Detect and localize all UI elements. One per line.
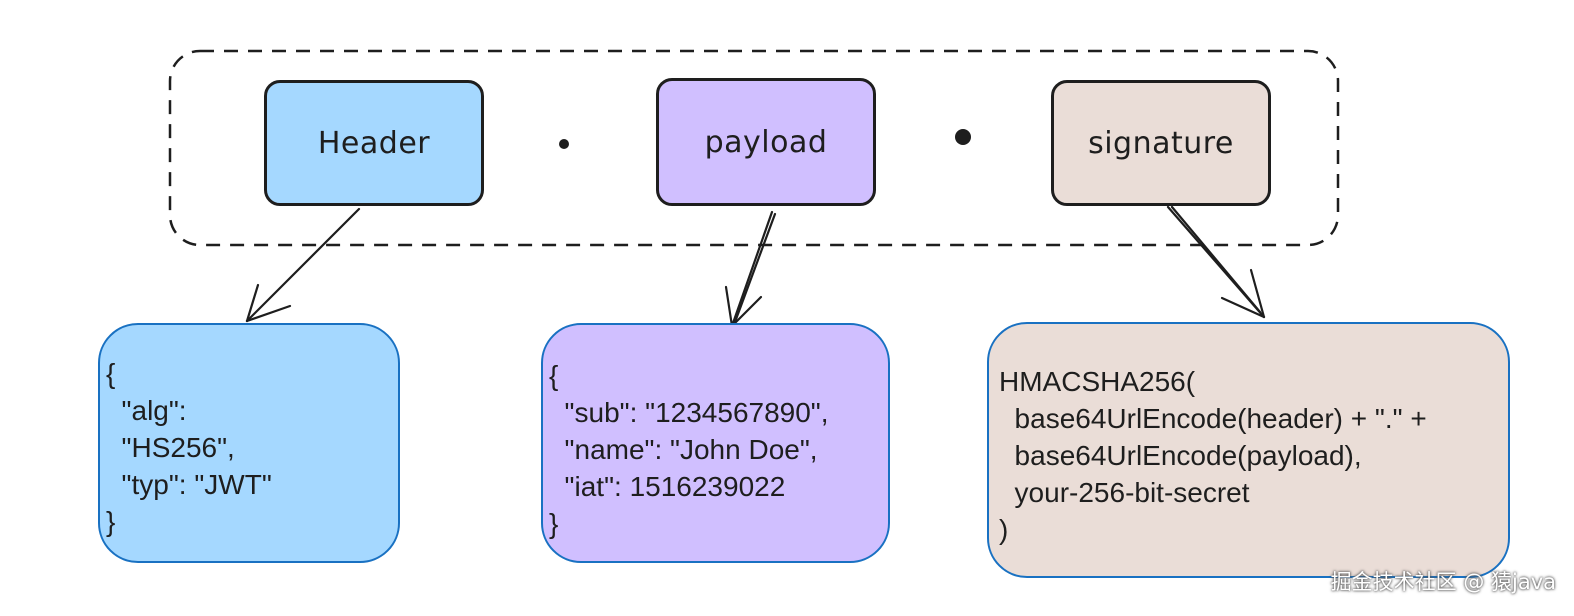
signature-formula-box: HMACSHA256( base64UrlEncode(header) + ".… <box>987 322 1510 578</box>
header-json-box: { "alg": "HS256", "typ": "JWT" } <box>98 323 400 563</box>
header-box: Header <box>264 80 484 206</box>
arrow-header <box>245 207 361 323</box>
signature-box: signature <box>1051 80 1271 206</box>
separator-dot-2 <box>955 129 971 145</box>
watermark: 掘金技术社区 @ 猿java <box>1330 570 1556 594</box>
arrow-payload <box>724 210 777 328</box>
separator-dot-1 <box>559 139 569 149</box>
payload-json-box: { "sub": "1234567890", "name": "John Doe… <box>541 323 890 563</box>
payload-box: payload <box>656 78 876 206</box>
token-group-outline <box>168 49 1340 247</box>
arrow-signature <box>1166 205 1266 319</box>
